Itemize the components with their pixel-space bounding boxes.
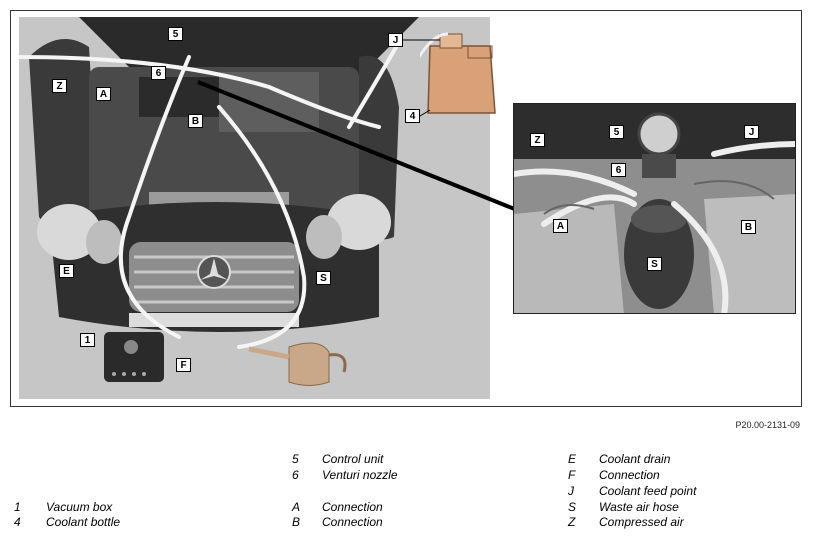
callout-z: Z [52,79,67,93]
legend-label: Coolant feed point [599,484,697,498]
legend-key: J [568,484,574,498]
inset-callout-s: S [647,257,662,271]
inset-callout-j: J [744,125,759,139]
legend-label: Waste air hose [599,500,679,514]
legend-key: A [292,500,301,514]
inset-callout-5: 5 [609,125,624,139]
legend-key: 5 [292,452,299,466]
callout-5: 5 [168,27,183,41]
callout-f: F [176,358,191,372]
callout-j: J [388,33,403,47]
legend-key: Z [568,515,576,529]
legend-label: Vacuum box [46,500,113,514]
legend-key: 1 [14,500,21,514]
legend-label: Coolant bottle [46,515,121,529]
legend-key: 6 [292,468,299,482]
legend-label: Compressed air [599,515,684,529]
inset-callout-6: 6 [611,163,626,177]
legend-label: Connection [322,500,383,514]
legend-key: S [568,500,577,514]
legend-key: E [568,452,577,466]
legend-label: Connection [599,468,660,482]
legend-label: Connection [322,515,383,529]
legend-label: Control unit [322,452,384,466]
callout-a: A [96,87,111,101]
legend-key: F [568,468,576,482]
callout-4: 4 [405,109,420,123]
legend-key: 4 [14,515,21,529]
figure-id: P20.00-2131-09 [735,420,800,430]
callout-s: S [316,271,331,285]
coolant-bottle-illustration [420,32,496,114]
inset-callout-a: A [553,219,568,233]
inset-callout-b: B [741,220,756,234]
callout-1: 1 [80,333,95,347]
legend-label: Coolant drain [599,452,671,466]
callout-e: E [59,264,74,278]
inset-callout-z: Z [530,133,545,147]
callout-b: B [188,114,203,128]
legend-key: B [292,515,301,529]
callout-6: 6 [151,66,166,80]
legend-label: Venturi nozzle [322,468,398,482]
